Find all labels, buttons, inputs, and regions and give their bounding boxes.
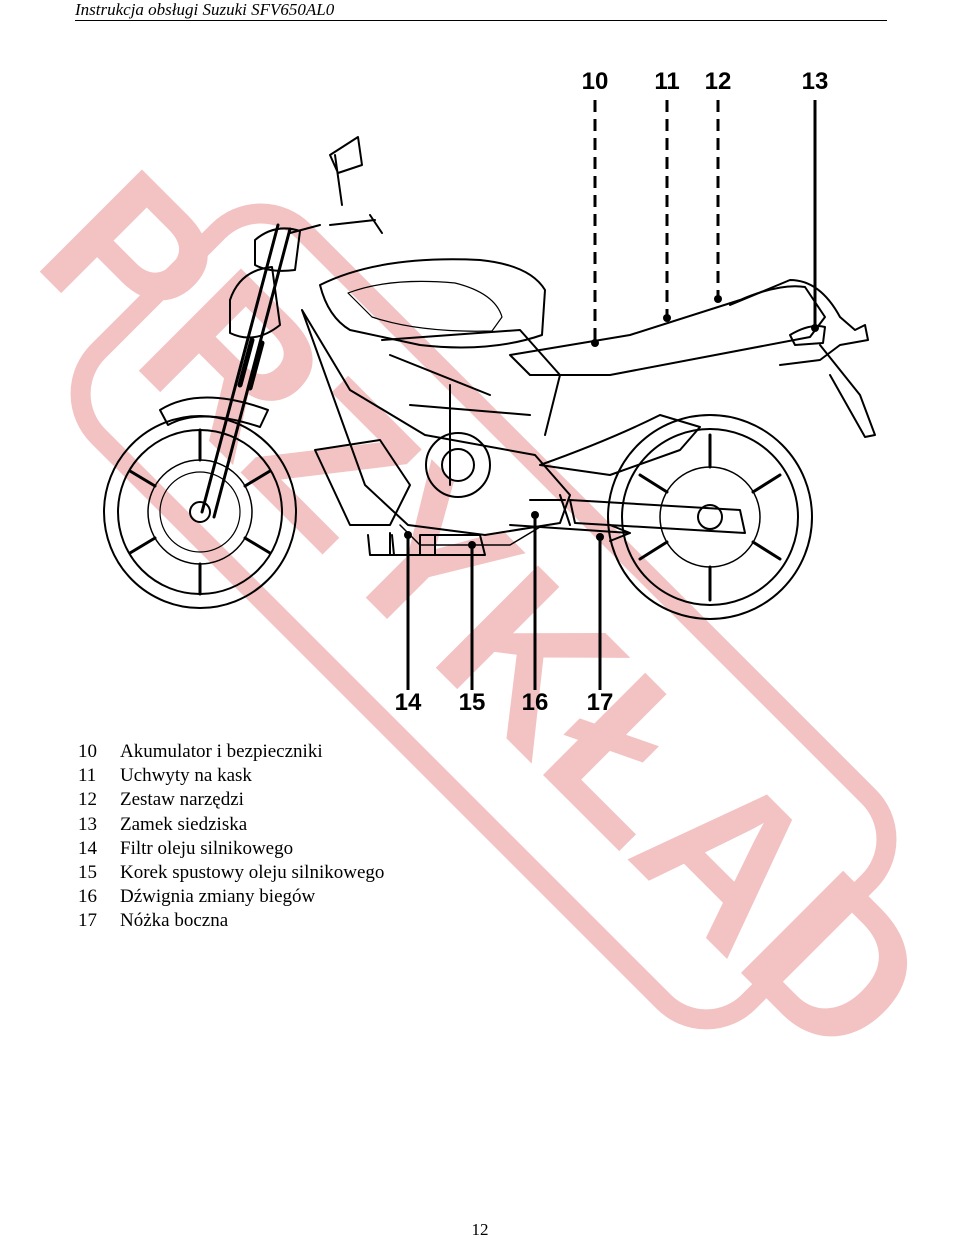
legend-number: 10 [78,741,97,762]
legend-item: 13 Zamek siedziska [78,813,384,837]
callout-10: 10 [582,68,609,95]
front-wheel [103,415,297,609]
swingarm [539,414,746,534]
page-number: 12 [471,1220,489,1239]
legend-number: 16 [78,886,97,908]
legend-number: 14 [78,837,97,859]
headlight-mirror [229,136,383,339]
fuel-tank [319,258,546,349]
legend-label: Zamek siedziska [120,813,248,835]
legend-number: 17 [78,910,97,932]
legend-item: 14 Filtr oleju silnikowego [78,837,384,861]
callout-16: 16 [522,689,549,716]
callout-12: 12 [705,68,732,95]
leader-lines [406,100,817,690]
legend-label: Korek spustowy oleju silnikowego [120,862,385,884]
header-title: Instrukcja obsługi Suzuki SFV650AL0 [75,0,335,19]
callout-14: 14 [395,689,422,716]
legend-label: Nóżka boczna [120,910,229,932]
legend-number: 12 [78,789,97,811]
exhaust-footpegs [419,494,631,556]
rear-wheel [607,414,813,620]
legend-list: 10 Akumulator i bezpieczniki 11 Uchwyty … [78,740,384,934]
callout-13: 13 [802,68,829,95]
legend-label: Akumulator i bezpieczniki [120,741,323,762]
page-header: Instrukcja obsługi Suzuki SFV650AL0 [75,0,887,21]
legend-item: 11 Uchwyty na kask [78,764,384,788]
legend-label: Zestaw narzędzi [120,789,244,811]
legend-number: 11 [78,765,97,787]
legend-item: 16 Dźwignia zmiany biegów [78,885,384,909]
callout-17: 17 [587,689,614,716]
legend-number: 13 [78,813,97,835]
legend-item: 10 Akumulator i bezpieczniki [78,740,384,764]
legend-item: 17 Nóżka boczna [78,909,384,933]
legend-item: 15 Korek spustowy oleju silnikowego [78,861,384,885]
legend-label: Uchwyty na kask [120,765,252,787]
front-fork [159,223,292,519]
leader-dots [404,295,819,549]
motorcycle-diagram: 10 11 12 13 14 15 16 17 [103,68,876,716]
callout-15: 15 [459,689,486,716]
seat-tail [509,279,876,438]
legend-label: Filtr oleju silnikowego [120,837,294,859]
legend-number: 15 [78,862,97,884]
callout-labels: 10 11 12 13 14 15 16 17 [395,68,829,716]
frame-engine [301,309,571,556]
callout-11: 11 [654,68,679,95]
legend-label: Dźwignia zmiany biegów [120,886,316,908]
legend-item: 12 Zestaw narzędzi [78,788,384,812]
